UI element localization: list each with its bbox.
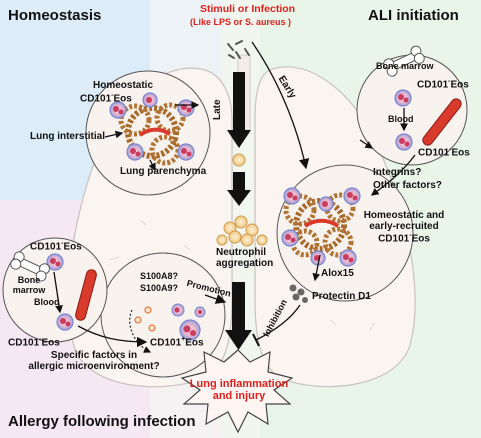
protectin-molecules — [289, 284, 308, 303]
stimuli-title: Stimuli or Infection — [200, 3, 296, 15]
stimuli-subtitle: (Like LPS or S. aureus ) — [190, 17, 292, 27]
eos-cell — [126, 143, 144, 161]
allergy-title: Allergy following infection — [8, 413, 196, 430]
eos-cell — [109, 101, 127, 119]
bone-icon — [10, 251, 51, 282]
neutrophil-down-arrow — [227, 172, 251, 206]
eos-cell — [283, 187, 301, 205]
blood-vessel — [422, 98, 462, 146]
late-label: Late — [212, 99, 223, 120]
ali-cd101-eos-bottom: CD101-Eos — [418, 146, 470, 159]
homeostatic-label: Homeostatic — [93, 80, 154, 91]
eos-cell — [171, 303, 185, 317]
inhibition-line — [255, 304, 301, 341]
inflammation-starburst — [180, 349, 294, 434]
eos-cell — [318, 196, 334, 212]
eosinophil-cells — [46, 89, 413, 341]
neutrophil-cells — [216, 153, 268, 247]
eos-cell — [179, 319, 201, 341]
cd101-plus-eos-label: CD101+Eos — [150, 336, 204, 349]
alox15-label: Alox15 — [321, 268, 354, 279]
allergy-cd101-eos-bottom: CD101-Eos — [8, 336, 60, 349]
eos-cell — [395, 133, 413, 151]
homeostasis-tissue-cluster — [118, 102, 186, 166]
eos-cell — [142, 92, 158, 108]
bone-icon — [383, 45, 425, 77]
eos-cell — [281, 229, 299, 247]
s100a9-label: S100A9? — [140, 283, 179, 293]
lung-parenchyma-label: Lung parenchyma — [120, 166, 207, 177]
eos-cell — [194, 306, 206, 318]
integrins-label: Integrins? — [373, 167, 422, 178]
dotted-path — [129, 309, 152, 353]
ali-initiation-title: ALI initiation — [368, 7, 459, 24]
eos-cell — [56, 313, 74, 331]
allergy-blood-label: Blood — [34, 297, 60, 307]
eos-cell — [177, 143, 195, 161]
ali-blood-label: Blood — [388, 114, 414, 124]
bacteria-icon — [227, 40, 250, 59]
s100-signal-dots — [134, 306, 156, 332]
ali-cd101-eos-top: CD101-Eos — [417, 78, 469, 91]
eos-cell — [46, 253, 64, 271]
eos-cell — [177, 99, 195, 117]
homeostatic-eos-label: CD101-Eos — [80, 92, 132, 105]
early-arrow — [251, 41, 310, 170]
outcome-arrow — [225, 282, 252, 350]
eos-cell — [394, 89, 412, 107]
ali-bone-marrow-label: Bone marrow — [376, 61, 434, 71]
eos-cell — [343, 187, 361, 205]
lung-interstitial-label: Lung interstitial — [30, 131, 105, 142]
promotion-arrow — [204, 294, 227, 304]
allergy-recruit-arrow — [77, 325, 148, 348]
s100a8-label: S100A8? — [140, 271, 179, 281]
protectin-d1-label: Protectin D1 — [312, 291, 371, 302]
homeostasis-title: Homeostasis — [8, 7, 102, 24]
late-arrow — [227, 72, 251, 148]
allergy-cd101-eos-top: CD101-Eos — [30, 240, 82, 253]
other-factors-label: Other factors? — [373, 180, 442, 191]
eos-cell — [339, 249, 357, 267]
blood-vessel — [75, 269, 97, 321]
